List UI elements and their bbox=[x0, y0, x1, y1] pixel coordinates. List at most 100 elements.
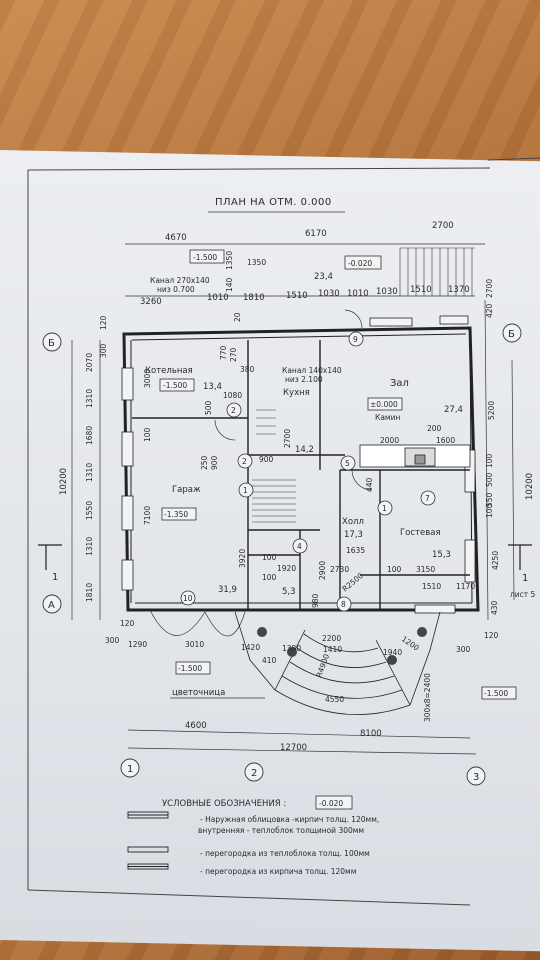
area-garage: 31,9 bbox=[218, 585, 237, 595]
legend-symbol-block-partition bbox=[127, 846, 169, 853]
dim-1380: 1380 bbox=[282, 644, 301, 653]
dim-100c: 100 bbox=[262, 573, 277, 582]
marker-2: 2 bbox=[231, 406, 236, 415]
dim-3150: 3150 bbox=[416, 565, 435, 574]
dim-1350a: 1350 bbox=[247, 258, 266, 267]
area-boiler: 13,4 bbox=[203, 382, 222, 392]
dim-right-2: 4250 bbox=[491, 551, 500, 570]
area-hall-big: 27,4 bbox=[444, 405, 463, 415]
dim-r2500: R2500 bbox=[341, 571, 366, 594]
dim-200: 200 bbox=[427, 424, 442, 433]
dim-right-3: 2700 bbox=[485, 279, 494, 298]
legend-title: УСЛОВНЫЕ ОБОЗНАЧЕНИЯ : bbox=[162, 799, 286, 809]
channel-2-bottom: низ 2.100 bbox=[285, 375, 323, 384]
axis-b-left: Б bbox=[48, 338, 55, 349]
dim-300b: 300 bbox=[456, 645, 471, 654]
dim-20: 20 bbox=[233, 312, 242, 322]
marker-7: 7 bbox=[425, 494, 430, 503]
area-kitchen: 14,2 bbox=[295, 445, 314, 455]
dim-bottom-b: 8100 bbox=[360, 729, 382, 739]
axis-1: 1 bbox=[127, 764, 133, 775]
dim-100a: 100 bbox=[387, 565, 402, 574]
marker-2b: 2 bbox=[242, 457, 247, 466]
dim-left-5: 1550 bbox=[85, 501, 94, 520]
dim-770: 770 bbox=[219, 345, 228, 360]
dim-140: 140 bbox=[225, 277, 234, 292]
dim-row2-4: 1510 bbox=[286, 291, 308, 301]
dim-300a: 300 bbox=[105, 636, 120, 645]
dim-top-3: 2700 bbox=[432, 221, 454, 231]
axis-2: 2 bbox=[251, 768, 257, 779]
plan-title: ПЛАН НА ОТМ. 0.000 bbox=[215, 197, 332, 208]
dim-left-4: 1310 bbox=[85, 463, 94, 482]
marker-9: 9 bbox=[353, 335, 358, 344]
axis-3: 3 bbox=[473, 772, 479, 783]
legend-item2: - перегородка из теплоблока толщ. 100мм bbox=[200, 849, 370, 858]
dim-1350b: 1350 bbox=[225, 251, 234, 270]
dim-1510: 1510 bbox=[422, 582, 441, 591]
dim-row2-6: 1010 bbox=[347, 289, 369, 299]
dim-2700: 2700 bbox=[283, 429, 292, 448]
dim-row2-3: 1810 bbox=[243, 293, 265, 303]
dim-1420: 1420 bbox=[241, 643, 260, 652]
dim-300x8: 300х8=2400 bbox=[423, 673, 432, 722]
dim-left-2: 1310 bbox=[85, 389, 94, 408]
dim-3010: 3010 bbox=[185, 640, 204, 649]
dim-7100: 7100 bbox=[143, 506, 152, 525]
dim-right-6: 500 bbox=[485, 472, 494, 487]
dim-row2-1: 3260 bbox=[140, 297, 162, 307]
room-garage: Гараж bbox=[172, 485, 201, 495]
dim-4550: 4550 bbox=[325, 695, 344, 704]
legend-symbol-brick-wall bbox=[127, 811, 169, 819]
axis-a-left: А bbox=[48, 600, 55, 611]
legend-symbol-brick-partition bbox=[127, 863, 169, 870]
dim-1635: 1635 bbox=[346, 546, 365, 555]
area-hall: 17,3 bbox=[344, 530, 363, 540]
dim-250: 250 bbox=[200, 455, 209, 470]
dim-right-7: 550 bbox=[485, 492, 494, 507]
room-guest: Гостевая bbox=[400, 528, 441, 538]
level-bottom-right: -1.500 bbox=[484, 689, 508, 698]
dim-1600: 1600 bbox=[436, 436, 455, 445]
dim-left-top-1: 120 bbox=[99, 315, 108, 330]
dim-2000: 2000 bbox=[380, 436, 399, 445]
dim-3000: 3000 bbox=[143, 369, 152, 388]
dim-120a: 120 bbox=[120, 619, 135, 628]
sheet-ref: лист 5 bbox=[510, 590, 536, 599]
dim-100b: 100 bbox=[262, 553, 277, 562]
dim-right-4: 420 bbox=[485, 303, 494, 318]
dim-left-1: 2070 bbox=[85, 353, 94, 372]
legend-item3: - перегородка из кирпича толщ. 120мм bbox=[200, 867, 356, 876]
area-bath: 5,3 bbox=[282, 587, 296, 597]
dim-1200: 1200 bbox=[400, 634, 421, 652]
dim-right-8: 100 bbox=[485, 503, 494, 518]
channel-1-bottom: низ 0.700 bbox=[157, 285, 195, 294]
dim-120b: 120 bbox=[484, 631, 499, 640]
area-top: 23,4 bbox=[314, 272, 333, 282]
level-top-left: -1.500 bbox=[193, 253, 217, 262]
room-boiler: Котельная bbox=[145, 366, 193, 376]
dim-row2-7: 1030 bbox=[376, 287, 398, 297]
label-flowerbed: цветочница bbox=[172, 688, 225, 698]
dim-900b: 900 bbox=[210, 455, 219, 470]
dim-900: 900 bbox=[259, 455, 274, 464]
dim-980: 980 bbox=[311, 593, 320, 608]
dim-top-2: 6170 bbox=[305, 229, 327, 239]
dim-row2-2: 1010 bbox=[207, 293, 229, 303]
legend-item1a: - Наружная облицовка -кирпич толщ. 120мм… bbox=[200, 815, 379, 824]
channel-1: Канал 270х140 bbox=[150, 276, 210, 285]
dim-2900: 2900 bbox=[318, 561, 327, 580]
marker-5: 5 bbox=[345, 459, 350, 468]
dim-3920: 3920 bbox=[238, 549, 247, 568]
level-boiler: -1.500 bbox=[163, 381, 187, 390]
level-top-mid: -0.020 bbox=[348, 259, 372, 268]
dim-430: 430 bbox=[490, 600, 499, 615]
dim-left-7: 1810 bbox=[85, 583, 94, 602]
dim-500: 500 bbox=[204, 400, 213, 415]
room-hall: Холл bbox=[342, 517, 364, 527]
dim-right-5: 100 bbox=[485, 453, 494, 468]
section-mark-left: 1 bbox=[52, 572, 58, 583]
area-guest: 15,3 bbox=[432, 550, 451, 560]
dim-right-1: 5200 bbox=[487, 401, 496, 420]
